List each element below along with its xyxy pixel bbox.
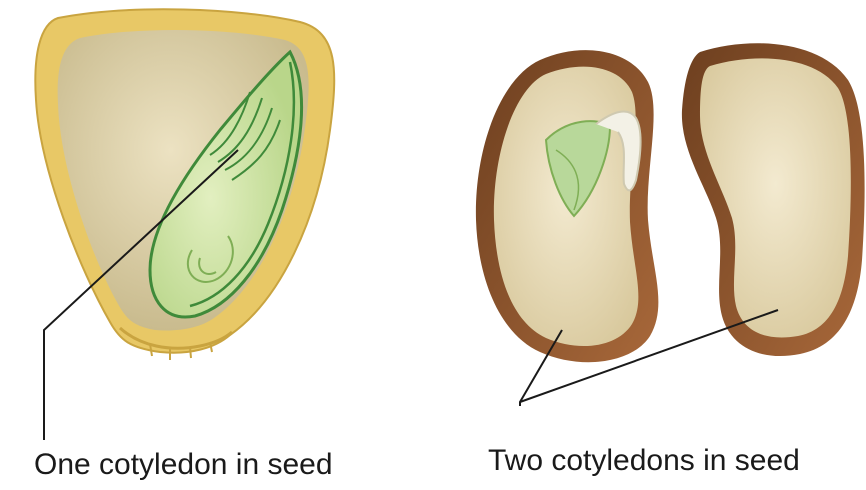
dicot-caption: Two cotyledons in seed (488, 446, 800, 476)
seed-illustration (0, 0, 866, 440)
monocot-seed (35, 9, 334, 360)
monocot-caption: One cotyledon in seed (34, 450, 333, 480)
dicot-seed (476, 43, 865, 362)
